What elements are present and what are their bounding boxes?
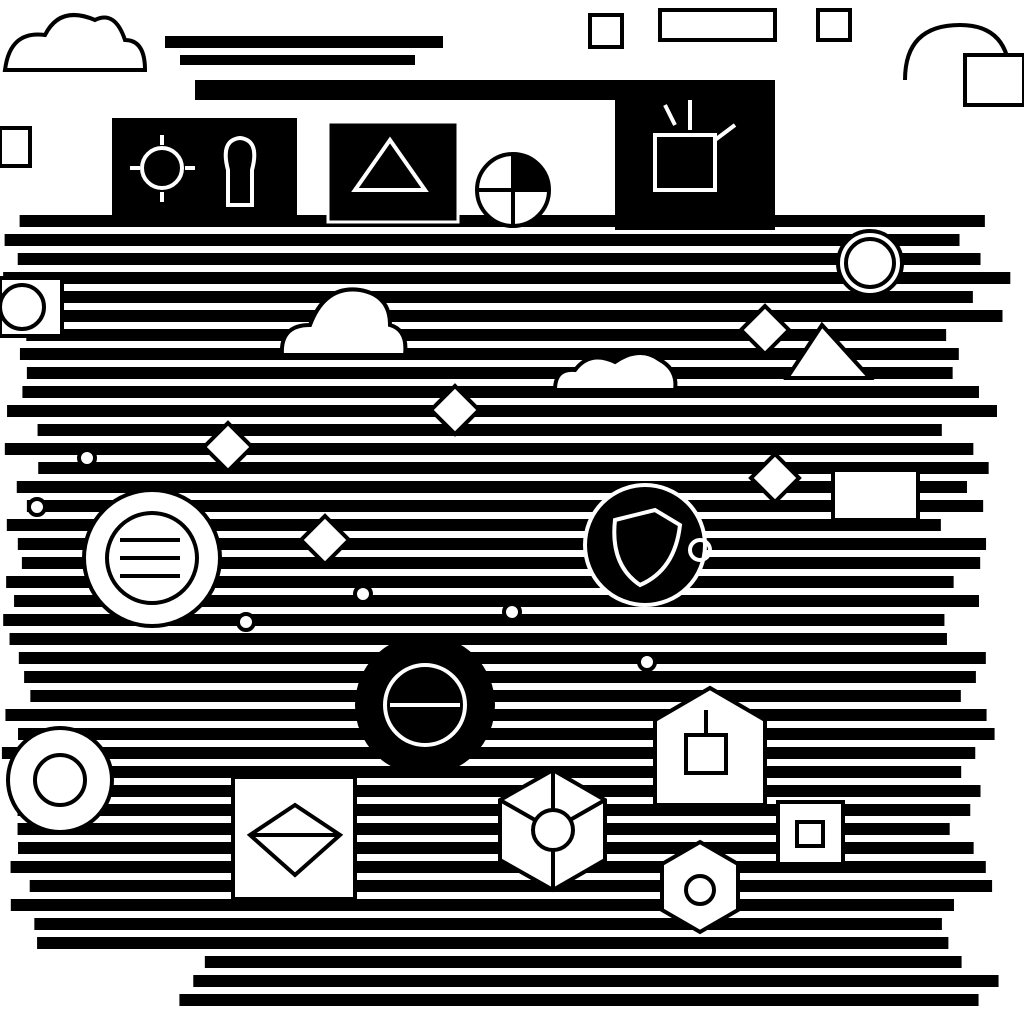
monitor-icon — [831, 468, 920, 522]
stripe — [6, 519, 941, 531]
stripe — [18, 728, 995, 740]
dot-icon — [236, 612, 256, 632]
stripe — [19, 348, 959, 360]
stripe — [29, 880, 993, 892]
stripe — [16, 481, 967, 493]
cloud-icon — [2, 13, 148, 72]
circle-target-icon — [836, 229, 904, 297]
cloud-icon — [279, 287, 408, 357]
stripe — [6, 576, 954, 588]
stripe — [17, 538, 987, 550]
hexagon-network-icon — [660, 839, 740, 935]
stripe — [22, 386, 979, 398]
sun-icon — [130, 135, 195, 202]
diamond-icon — [231, 775, 357, 901]
stripe — [17, 253, 981, 265]
stripe — [37, 937, 949, 949]
stripe — [30, 690, 961, 702]
gear-icon — [82, 488, 222, 628]
stripe — [193, 975, 999, 987]
stripe — [5, 709, 987, 721]
triangle-icon — [351, 136, 429, 192]
box-arrow-icon — [776, 800, 845, 866]
gear-icon — [355, 635, 495, 775]
stripe — [24, 671, 976, 683]
box-arrow-icon — [653, 685, 767, 807]
lightbulb-icon — [223, 135, 257, 207]
stripe — [37, 424, 942, 436]
stripe — [11, 310, 1003, 322]
stripe — [4, 234, 960, 246]
circle-target-icon — [6, 726, 114, 834]
shield-icon — [583, 483, 712, 607]
dot-icon — [77, 448, 97, 468]
dot-icon — [27, 497, 47, 517]
dot-icon — [502, 602, 522, 622]
stripe — [27, 766, 962, 778]
cloud-icon — [552, 351, 678, 392]
pie-chart-icon — [475, 152, 551, 228]
diamond-icon — [738, 303, 792, 357]
stripe — [4, 443, 974, 455]
triangle-icon — [783, 321, 875, 380]
monitor-icon — [653, 100, 737, 192]
stripe — [34, 918, 942, 930]
stripe — [9, 633, 947, 645]
stripe — [21, 557, 981, 569]
stripe — [38, 462, 989, 474]
stripe — [7, 405, 997, 417]
stripe — [10, 899, 955, 911]
stripe — [1, 747, 976, 759]
hexagon-network-icon — [498, 767, 607, 893]
diamond-icon — [201, 420, 255, 474]
stripe — [18, 652, 986, 664]
diamond-icon — [748, 451, 802, 505]
stripe — [14, 595, 979, 607]
diamond-icon — [298, 513, 352, 567]
diamond-icon — [428, 383, 482, 437]
stripe — [26, 329, 947, 341]
dot-icon — [637, 652, 657, 672]
stripe — [26, 500, 984, 512]
stripe — [26, 367, 953, 379]
stripe — [3, 272, 1011, 284]
stripe — [179, 994, 979, 1006]
dot-icon — [353, 584, 373, 604]
circle-target-icon — [0, 276, 64, 338]
stripe — [23, 291, 973, 303]
stripe — [204, 956, 962, 968]
